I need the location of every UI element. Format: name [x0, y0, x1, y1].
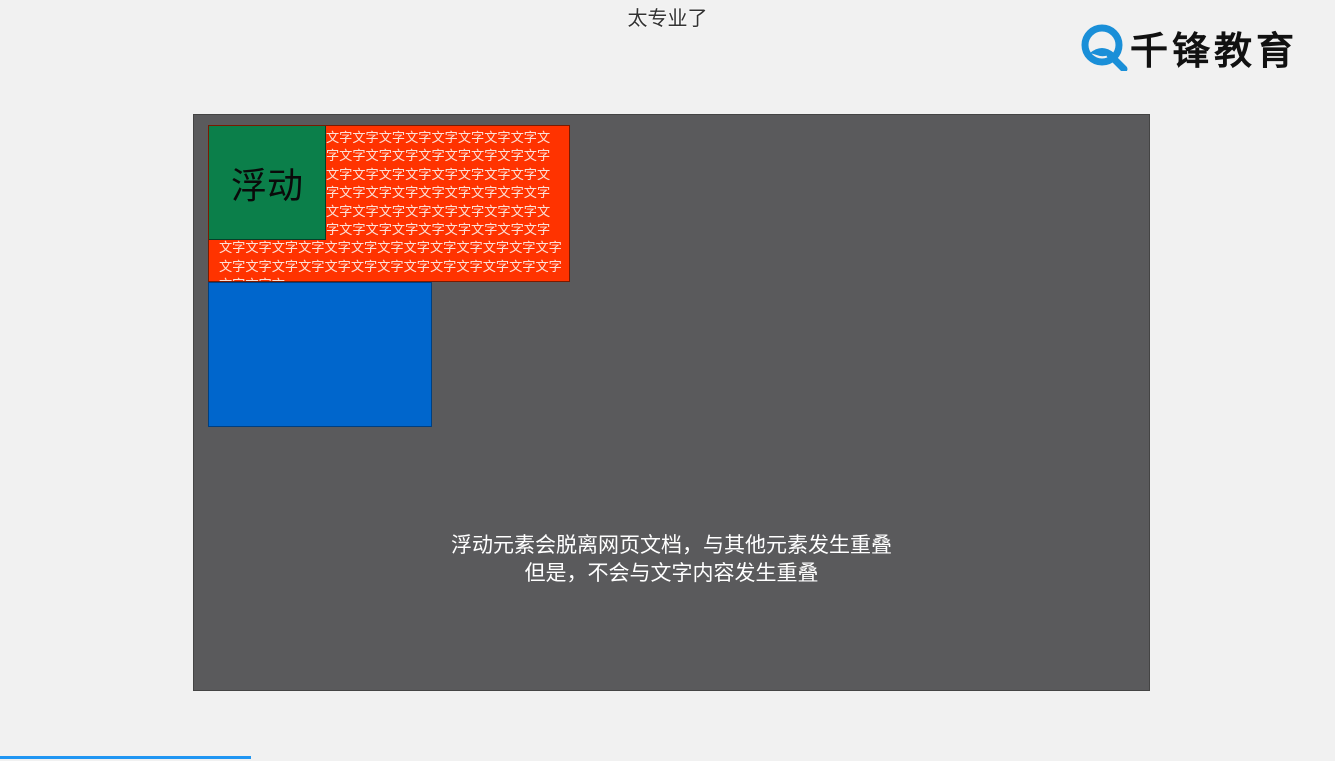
caption-line-2: 但是，不会与文字内容发生重叠 — [524, 561, 819, 585]
blue-block — [208, 282, 432, 427]
qf-logo-icon — [1081, 24, 1128, 71]
floated-box-label: 浮动 — [230, 165, 303, 207]
brand-name: 千锋教育 — [1130, 27, 1299, 73]
video-progress-bar[interactable] — [0, 756, 251, 759]
video-subtitle: 太专业了 — [627, 6, 708, 30]
text-container-box: 浮动 文字文字文字文字文字文字文字文字文字文字文字文字文字文字文字文字文字文字文… — [208, 125, 570, 282]
demo-stage: 浮动 文字文字文字文字文字文字文字文字文字文字文字文字文字文字文字文字文字文字文… — [193, 114, 1150, 691]
floated-box: 浮动 — [209, 126, 326, 240]
brand-logo: 千锋教育 — [1080, 22, 1299, 73]
caption-line-1: 浮动元素会脱离网页文档，与其他元素发生重叠 — [451, 533, 892, 557]
explanation-caption: 浮动元素会脱离网页文档，与其他元素发生重叠 但是，不会与文字内容发生重叠 — [194, 531, 1149, 587]
wrapped-text: 文字文字文字文字文字文字文字文字文字文字文字文字文字文字文字文字文字文字文字文字… — [219, 131, 562, 281]
